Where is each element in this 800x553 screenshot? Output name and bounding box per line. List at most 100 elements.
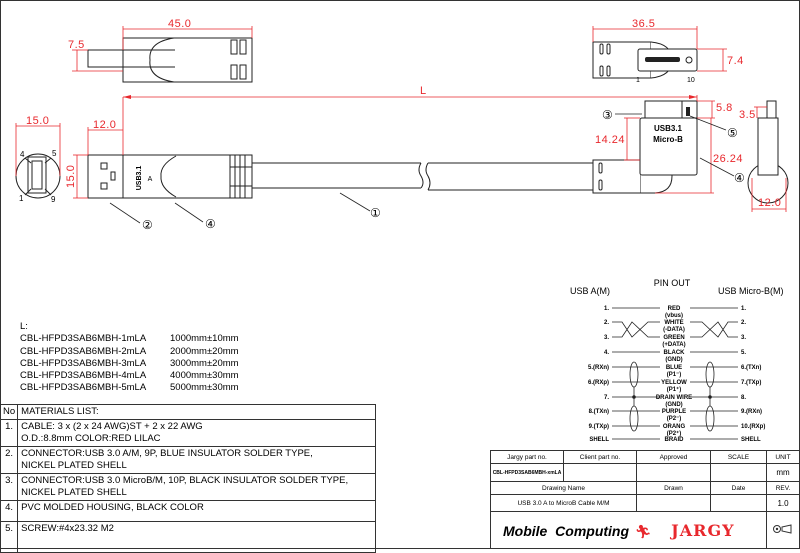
part-number: CBL-HFPD3SAB6MBH-3mLA (20, 357, 147, 369)
rev-value: 1.0 (766, 494, 800, 512)
materials-row: 3.CONNECTOR:USB 3.0 MicroB/M, 10P, BLACK… (0, 473, 376, 501)
pin-right: 10.(RXp) (741, 424, 765, 430)
wire-color: YELLOW (661, 380, 687, 386)
materials-row: 5.SCREW:#4x23.32 M2 (0, 521, 376, 553)
drawing-name: USB 3.0 A to MicroB Cable M/M (490, 494, 637, 512)
twisted-pair-marker (629, 361, 639, 388)
pin-label: 9 (51, 195, 56, 204)
dim-a-height: 15.0 (65, 165, 77, 188)
pin-left: 4. (604, 350, 609, 356)
usb-microb-side-view (747, 100, 789, 204)
dim-b-side-tip: 3.5 (739, 109, 756, 121)
length-value: 4000mm±30mm (170, 370, 239, 382)
dimensions: 45.0 7.5 15.0 12.0 15.0 L 36.5 7.4 5.8 1… (15, 18, 787, 212)
projection-symbol-icon (766, 511, 800, 549)
title-block: Jargy part no. Client part no. Approved … (490, 450, 800, 549)
date-label: Date (710, 481, 767, 495)
length-label: L: (20, 321, 28, 332)
pin-right: 1. (741, 306, 746, 312)
scale-value (710, 463, 767, 482)
length-row: CBL-HFPD3SAB6MBH-1mLA 1000mm±10mm (20, 333, 239, 345)
pin-label: 5 (52, 149, 57, 158)
computing-logo: Computing (555, 522, 630, 539)
pin-label: 1 (19, 194, 24, 203)
part-number: CBL-HFPD3SAB6MBH-4mLA (20, 370, 147, 382)
pin-left: 9.(TXp) (589, 424, 609, 430)
drain-junction (632, 395, 636, 399)
wire-color: BLACK (664, 350, 686, 356)
length-value: 5000mm±30mm (170, 382, 239, 394)
date-value (710, 494, 767, 512)
wire-line (612, 321, 660, 338)
dim-b-body: 14.24 (595, 134, 625, 146)
materials-header: MATERIALS LIST: (17, 404, 376, 420)
balloon-4: ④ (734, 171, 745, 185)
pin-left: 6.(RXp) (588, 380, 609, 386)
length-value: 2000mm±20mm (170, 345, 239, 357)
material-line: PVC MOLDED HOUSING, BLACK COLOR (21, 502, 204, 513)
rev-label: REV. (766, 481, 800, 495)
scale-label: SCALE (710, 450, 767, 464)
length-value: 3000mm±20mm (170, 357, 239, 369)
wire-signal: (-DATA) (663, 327, 685, 333)
wire-line (690, 321, 738, 338)
materials-no-header: No (0, 404, 19, 420)
pin-right: 6.(TXn) (741, 365, 761, 371)
drawn-value (636, 494, 711, 512)
wire-signal: (P1⁺) (667, 386, 682, 393)
wire-color: WHITE (664, 320, 683, 326)
usb-microb-connector: USB3.1 Micro-B (592, 100, 698, 194)
pin-left: 7. (604, 395, 609, 401)
material-no: 5. (0, 521, 19, 553)
dim-a-face-width: 15.0 (26, 115, 49, 127)
balloon-1: ① (370, 206, 381, 220)
wire-color: PURPLE (662, 409, 686, 415)
drawing-name-label: Drawing Name (490, 481, 637, 495)
dim-a-plug-height: 7.5 (68, 39, 85, 51)
balloon-5: ⑤ (727, 126, 738, 140)
pin-label: 4 (20, 150, 25, 159)
pin-label: 1 (636, 77, 640, 84)
balloon-3: ③ (602, 108, 613, 122)
material-desc: SCREW:#4x23.32 M2 (17, 521, 376, 553)
pin-right: 9.(RXn) (741, 409, 762, 415)
wire-signal: (vbus) (665, 313, 683, 319)
usb-a-type: A (148, 176, 153, 183)
usb-a-logo: USB3.1 (136, 166, 143, 191)
materials-row: 4.PVC MOLDED HOUSING, BLACK COLOR (0, 500, 376, 522)
pin-left: 5.(RXn) (588, 365, 609, 371)
wire-color: ORANG (663, 424, 686, 430)
wire-signal: (GND) (665, 402, 682, 408)
balloon-4: ④ (205, 217, 216, 231)
material-desc: CONNECTOR:USB 3.0 MicroB/M, 10P, BLACK I… (17, 473, 376, 501)
approved-label: Approved (636, 450, 711, 464)
length-value: 1000mm±10mm (170, 333, 239, 345)
drain-junction (708, 395, 712, 399)
pinout-title: PIN OUT (654, 278, 691, 288)
dim-cable-length: L (420, 85, 427, 97)
jargy-logo: JARGY (671, 520, 735, 540)
pinout-diagram: 1.RED(vbus)1.2.WHITE(-DATA)2.3.GREEN(+DA… (588, 306, 765, 443)
jargy-part-no: CBL-HFPD3SAB6MBH-xmLA (490, 463, 564, 482)
pin-label: 10 (687, 77, 695, 84)
twisted-pair-marker (629, 405, 639, 432)
wire-signal: (GND) (665, 357, 682, 363)
part-number: CBL-HFPD3SAB6MBH-1mLA (20, 333, 147, 345)
wire-signal: (+DATA) (662, 342, 685, 348)
twisted-pair-marker (705, 361, 715, 388)
pin-right: 2. (741, 320, 746, 326)
jargy-part-label: Jargy part no. (490, 450, 564, 464)
part-number: CBL-HFPD3SAB6MBH-5mLA (20, 382, 147, 394)
material-desc: PVC MOLDED HOUSING, BLACK COLOR (17, 500, 376, 522)
wire-line (690, 321, 738, 338)
dim-b-side-width: 12.0 (758, 197, 781, 209)
wire-signal: (P2⁻) (667, 416, 682, 422)
company-logos: Mobile Computing 🏃︎ JARGY (490, 511, 767, 549)
material-desc: CONNECTOR:USB 3.0 A/M, 9P, BLUE INSULATO… (17, 446, 376, 474)
usb-a-top-view (87, 37, 253, 83)
